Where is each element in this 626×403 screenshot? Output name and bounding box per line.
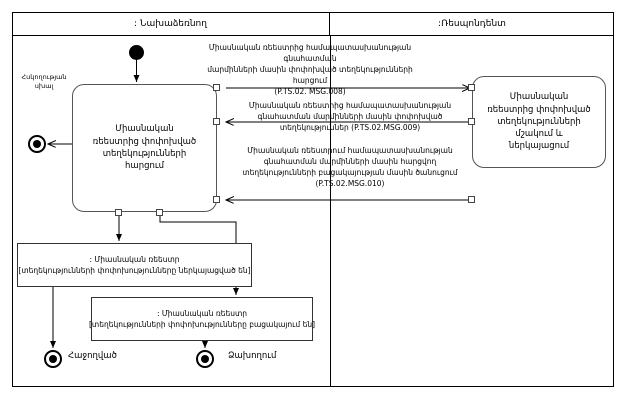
swimlane-title-initiator: : Նախաձեռնող <box>134 18 207 29</box>
activity-request-line-2: ռեեստրից փոփոխված <box>92 136 197 147</box>
diagram-frame <box>12 12 614 387</box>
pin-request-in-009 <box>213 118 220 125</box>
initial-node <box>129 45 144 60</box>
fault-flow-label: Հսկողության սխալ <box>16 73 72 91</box>
message-010-line-4: (P.TS.02.MSG.010) <box>315 178 385 188</box>
activity-request-line-3: տեղեկությունների <box>102 149 187 159</box>
final-node-fault <box>28 135 46 153</box>
final-node-success-label: Հաջողված <box>68 351 117 361</box>
message-009-line-3: տեղեկություններ (P.TS.02.MSG.009) <box>279 122 421 132</box>
message-010-line-2: գնահատման մարմինների մասին հարցվող <box>263 156 437 166</box>
activity-process-and-present[interactable]: Միասնական ռեեստրից փոփոխված տեղեկություն… <box>472 76 606 168</box>
message-label-msg-009: Միասնական ռեեստրից համապատասխանության գն… <box>228 101 472 134</box>
final-node-success <box>44 350 62 368</box>
message-009-line-2: գնահատման մարմինների մասին փոփոխված <box>257 111 443 121</box>
activity-process-line-3: տեղեկությունների <box>497 116 581 127</box>
note-absent-title: : Միասնական ռեեստր <box>156 308 248 318</box>
object-node-info-present[interactable]: : Միասնական ռեեստր [տեղեկությունների փոփ… <box>17 243 252 287</box>
pin-request-in-010 <box>213 196 220 203</box>
activity-process-line-5: ներկայացում <box>508 141 570 152</box>
message-009-line-1: Միասնական ռեեստրից համապատասխանության <box>248 101 452 110</box>
note-absent-state: [տեղեկությունների փոփոխությունները բացակ… <box>89 320 315 329</box>
swimlane-header-respondent: :Ռեսպոնդենտ <box>330 12 614 36</box>
activity-request-line-1: Միասնական <box>115 124 174 135</box>
activity-request-line-4: հարցում <box>125 161 164 172</box>
message-008-line-2: մարմինների մասին փոփոխված տեղեկություննե… <box>207 64 413 85</box>
final-node-failure-label: Ձախողում <box>228 351 277 361</box>
pin-process-out-010 <box>468 196 475 203</box>
object-node-info-absent[interactable]: : Միասնական ռեեստր [տեղեկությունների փոփ… <box>89 297 315 341</box>
fault-flow-label-line2: սխալ <box>34 81 54 90</box>
fault-flow-label-line1: Հսկողության <box>21 73 67 81</box>
message-008-line-1: Միասնական ռեեստրից համապատասխանության գն… <box>208 43 412 63</box>
swimlane-header-row: : Նախաձեռնող :Ռեսպոնդենտ <box>12 12 614 36</box>
pin-process-out-009 <box>468 118 475 125</box>
message-label-msg-008: Միասնական ռեեստրից համապատասխանության գն… <box>200 43 420 97</box>
swimlane-header-initiator: : Նախաձեռնող <box>12 12 330 36</box>
pin-process-in-008 <box>468 84 475 91</box>
pin-request-out-present <box>115 209 122 216</box>
message-010-line-3: տեղեկությունների բացակայության մասին ծան… <box>242 167 458 177</box>
pin-request-out-008 <box>213 84 220 91</box>
message-010-line-1: Միասնական ռեեստրում համապատասխանության <box>247 146 453 155</box>
final-node-failure <box>196 350 214 368</box>
activity-process-line-1: Միասնական <box>509 92 569 103</box>
activity-process-line-2: ռեեստրից փոփոխված <box>487 104 591 115</box>
message-008-line-3: (P.TS.02. MSG.008) <box>274 86 346 96</box>
swimlane-title-respondent: :Ռեսպոնդենտ <box>438 18 506 29</box>
note-present-title: : Միասնական ռեեստր <box>89 254 180 264</box>
message-label-msg-010: Միասնական ռեեստրում համապատասխանության գ… <box>228 146 472 190</box>
activity-request-changed-info[interactable]: Միասնական ռեեստրից փոփոխված տեղեկություն… <box>72 84 217 212</box>
activity-process-line-4: մշակում և <box>515 129 563 140</box>
note-present-state: [տեղեկությունների փոփոխությունները ներկա… <box>18 266 251 275</box>
pin-request-out-absent <box>156 209 163 216</box>
swimlane-divider <box>330 36 331 387</box>
